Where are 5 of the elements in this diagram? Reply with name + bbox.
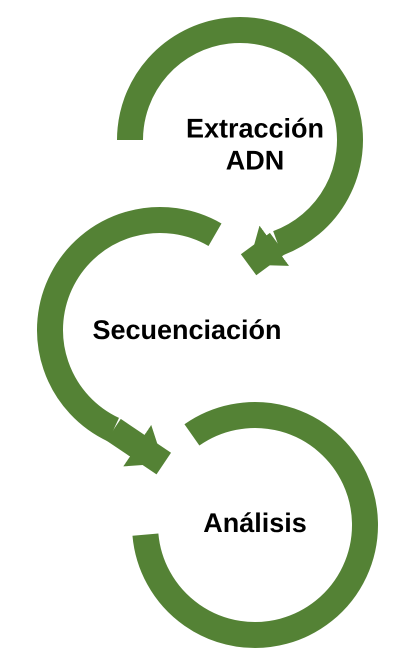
step-label: Extracción ADN [184,112,326,178]
step-label: Análisis [202,506,308,540]
arrow [106,418,172,474]
step-label: Secuenciación [91,314,283,346]
arrow [240,226,290,276]
